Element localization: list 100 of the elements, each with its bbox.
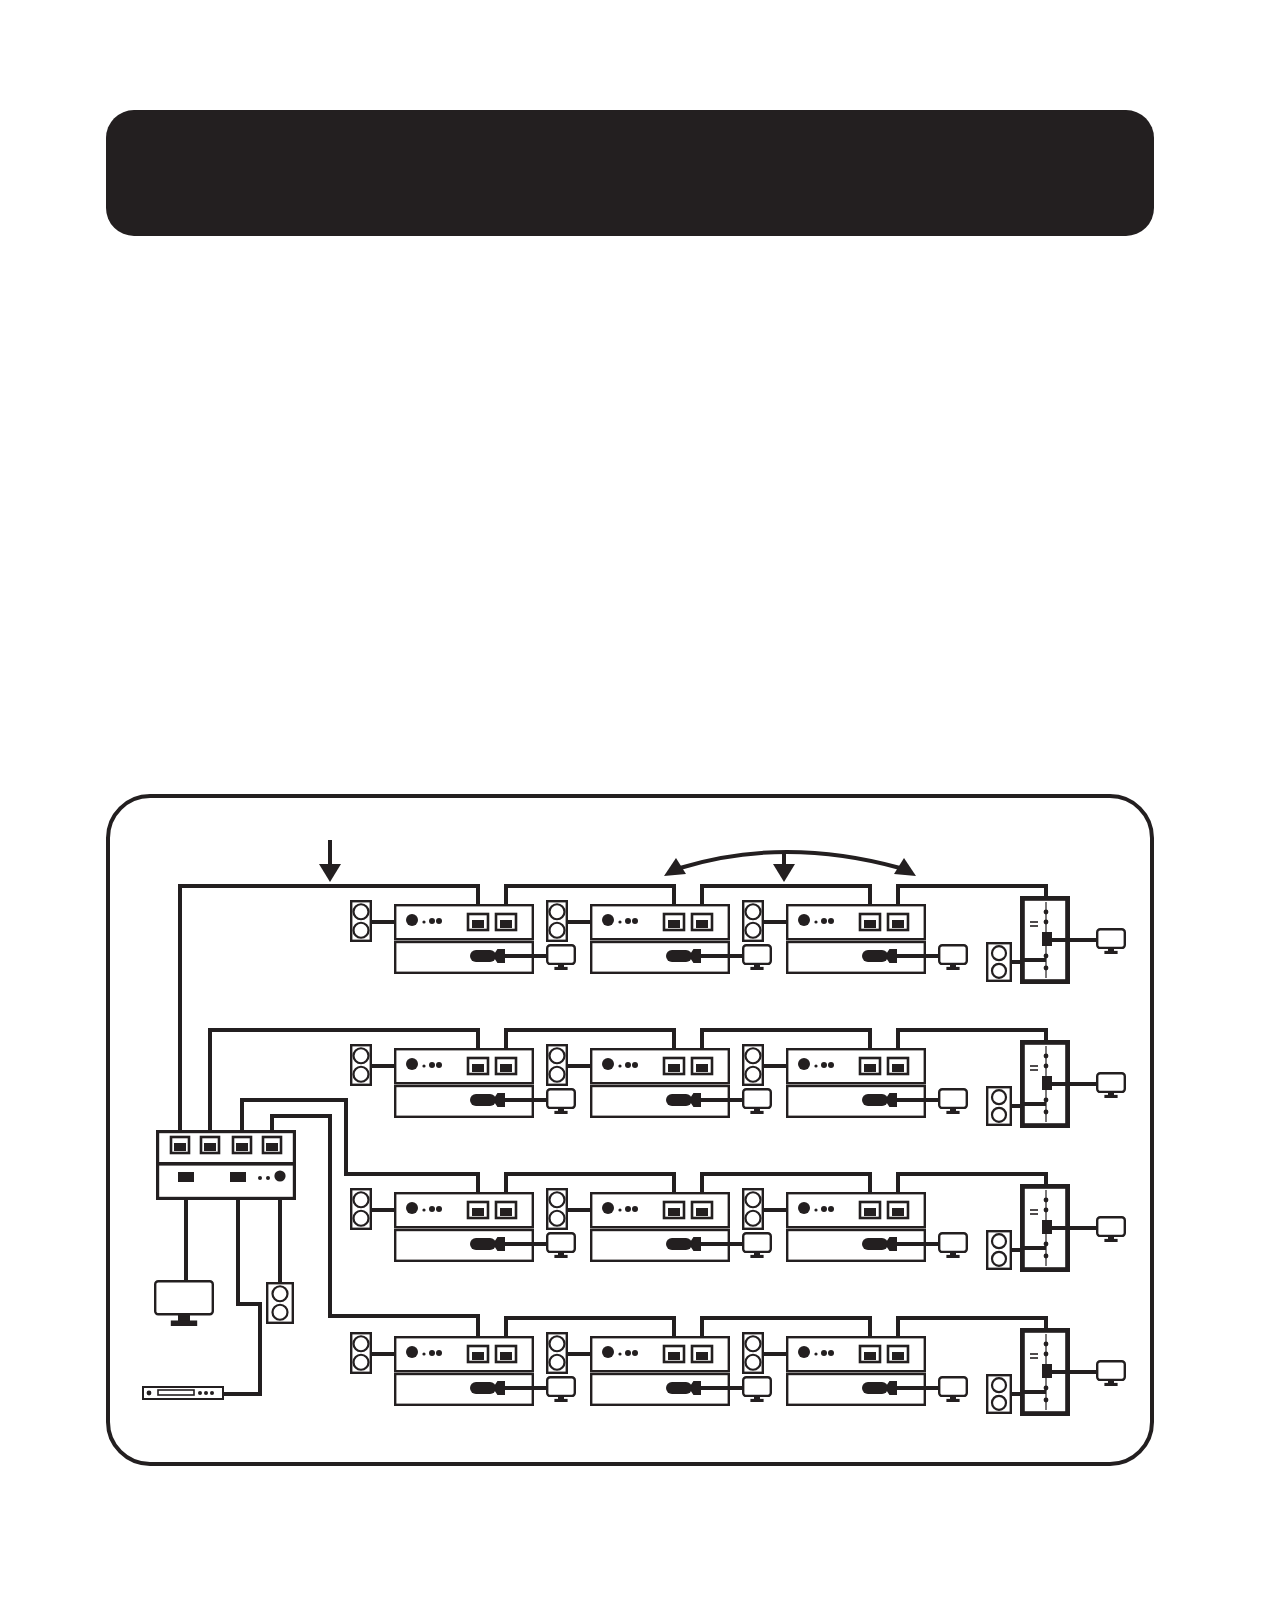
cable	[700, 884, 872, 904]
cable	[764, 1352, 786, 1356]
extender-unit	[394, 1192, 534, 1262]
monitor-icon	[546, 944, 576, 970]
cable	[926, 1386, 938, 1390]
cable	[208, 1028, 480, 1130]
wall-outlet-icon	[546, 1188, 568, 1230]
cable	[372, 1352, 394, 1356]
wall-outlet-icon	[986, 1086, 1012, 1126]
monitor-icon	[742, 1376, 772, 1402]
cable	[372, 1064, 394, 1068]
cable	[730, 1242, 742, 1246]
cable	[730, 954, 742, 958]
cable	[534, 954, 546, 958]
cable	[184, 1200, 188, 1280]
cable	[270, 1114, 480, 1336]
monitor-icon	[154, 1280, 214, 1326]
monitor-icon	[546, 1232, 576, 1258]
monitor-icon	[1096, 1216, 1126, 1242]
wall-outlet-icon	[986, 1374, 1012, 1414]
cable	[568, 1352, 590, 1356]
cable	[534, 1242, 546, 1246]
cable	[764, 920, 786, 924]
cable	[1070, 1082, 1096, 1086]
monitor-icon	[742, 1088, 772, 1114]
wall-outlet-icon	[350, 1188, 372, 1230]
wall-outlet-icon	[350, 1332, 372, 1374]
monitor-icon	[1096, 1072, 1126, 1098]
cable	[372, 1208, 394, 1212]
cable	[504, 1172, 676, 1192]
cable	[534, 1386, 546, 1390]
cable	[764, 1064, 786, 1068]
monitor-icon	[742, 1232, 772, 1258]
extender-unit	[786, 1048, 926, 1118]
cable	[372, 920, 394, 924]
cable	[926, 1098, 938, 1102]
extender-unit	[394, 1336, 534, 1406]
receiver-unit	[1020, 896, 1070, 984]
receiver-unit	[1020, 1328, 1070, 1416]
cable	[926, 1242, 938, 1246]
wall-outlet-icon	[546, 900, 568, 942]
diagram-frame	[106, 794, 1154, 1466]
wall-outlet-icon	[742, 1044, 764, 1086]
cable	[504, 1028, 676, 1048]
transmitter-unit	[156, 1130, 296, 1200]
cable	[1012, 1104, 1020, 1108]
cable	[730, 1386, 742, 1390]
receiver-unit	[1020, 1040, 1070, 1128]
cable	[730, 1098, 742, 1102]
cable	[568, 920, 590, 924]
cable	[896, 1172, 1048, 1192]
cable	[896, 1316, 1048, 1336]
cable	[764, 1208, 786, 1212]
cable	[1012, 960, 1020, 964]
cable	[504, 1316, 676, 1336]
cable	[278, 1200, 282, 1282]
cable	[896, 1028, 1048, 1048]
monitor-icon	[546, 1088, 576, 1114]
media-player-icon	[142, 1386, 224, 1400]
cable	[1012, 1392, 1020, 1396]
wall-outlet-icon	[266, 1282, 294, 1324]
extender-unit	[590, 1192, 730, 1262]
extender-unit	[590, 1048, 730, 1118]
cable	[224, 1200, 262, 1396]
cable	[504, 884, 676, 904]
monitor-icon	[1096, 928, 1126, 954]
cable	[700, 1172, 872, 1192]
monitor-icon	[938, 1232, 968, 1258]
wall-outlet-icon	[986, 1230, 1012, 1270]
extender-unit	[394, 904, 534, 974]
wall-outlet-icon	[546, 1044, 568, 1086]
cable	[700, 1316, 872, 1336]
wall-outlet-icon	[742, 1188, 764, 1230]
header-bar	[106, 110, 1154, 236]
cable	[534, 1098, 546, 1102]
receiver-unit	[1020, 1184, 1070, 1272]
cable	[178, 884, 480, 1130]
monitor-icon	[546, 1376, 576, 1402]
cable	[568, 1064, 590, 1068]
wall-outlet-icon	[742, 1332, 764, 1374]
cable	[1070, 938, 1096, 942]
extender-unit	[394, 1048, 534, 1118]
monitor-icon	[1096, 1360, 1126, 1386]
cable	[1012, 1248, 1020, 1252]
wall-outlet-icon	[986, 942, 1012, 982]
cable	[926, 954, 938, 958]
wall-outlet-icon	[350, 900, 372, 942]
monitor-icon	[938, 1088, 968, 1114]
wall-outlet-icon	[742, 900, 764, 942]
cable	[896, 884, 1048, 904]
monitor-icon	[742, 944, 772, 970]
monitor-icon	[938, 1376, 968, 1402]
cable	[240, 1098, 480, 1192]
extender-unit	[786, 1192, 926, 1262]
extender-unit	[786, 1336, 926, 1406]
cable	[568, 1208, 590, 1212]
wall-outlet-icon	[350, 1044, 372, 1086]
extender-unit	[590, 904, 730, 974]
extender-unit	[590, 1336, 730, 1406]
cable	[1070, 1370, 1096, 1374]
